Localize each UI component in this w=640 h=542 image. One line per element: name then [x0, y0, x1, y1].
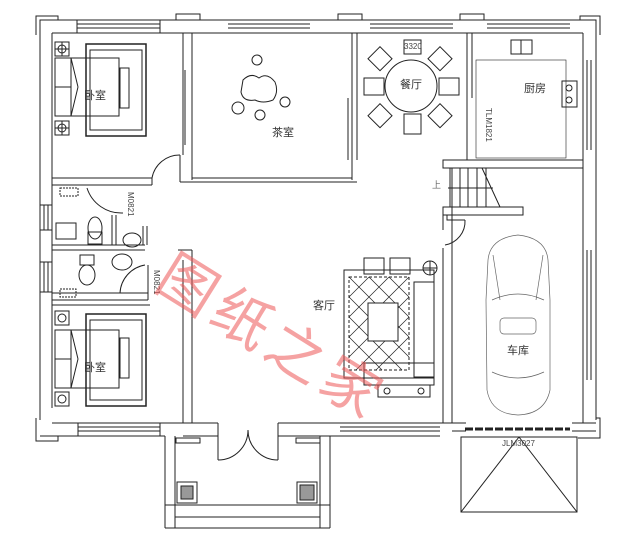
garage-door-code: JLM3027	[502, 439, 535, 448]
porch	[164, 436, 331, 529]
corner-bracket-top-left	[35, 15, 59, 35]
shower-fixtures	[59, 187, 79, 298]
bedroom-bottom-walls	[52, 249, 193, 423]
right-windows	[586, 60, 592, 380]
tea-set	[231, 54, 291, 121]
dining-walls	[347, 33, 473, 160]
dining-table-code: 3320	[404, 42, 422, 51]
room-label-dining-room: 餐厅	[400, 78, 422, 91]
stair-up-label: 上	[432, 181, 442, 191]
sofa-set	[343, 257, 438, 398]
corner-bracket-top-right	[579, 15, 601, 35]
room-label-tea-room: 茶室	[272, 126, 294, 139]
bath-door-code-1: M0821	[126, 192, 135, 217]
room-label-living-room: 客厅	[313, 299, 335, 312]
sink-lower	[111, 253, 133, 271]
garage-apron	[460, 436, 578, 513]
sink-upper	[55, 222, 142, 248]
bed-top	[54, 41, 147, 137]
bedroom-top-walls	[52, 33, 193, 186]
room-label-kitchen: 厨房	[524, 82, 546, 95]
toilet-upper	[87, 216, 103, 245]
kitchen-fixtures	[475, 39, 578, 159]
toilet-lower	[78, 254, 96, 286]
room-label-bedroom-bottom: 卧室	[84, 361, 106, 374]
bed-bottom	[54, 310, 147, 407]
room-label-bedroom-top: 卧室	[84, 89, 106, 102]
entry-walls	[183, 422, 452, 461]
room-label-garage: 车库	[507, 344, 529, 357]
stair	[442, 159, 584, 246]
living-room-walls	[442, 168, 453, 423]
dining-table	[363, 39, 460, 135]
corner-bracket-bottom-left	[35, 418, 59, 442]
tea-room-walls	[180, 33, 358, 183]
garage-walls	[452, 167, 601, 439]
left-windows	[40, 204, 52, 293]
bath-door-code-2: M0821	[152, 270, 161, 295]
top-windows	[76, 13, 570, 33]
bathroom-walls	[52, 187, 149, 301]
kitchen-door-code: TLM1821	[484, 108, 493, 142]
car	[485, 234, 551, 416]
